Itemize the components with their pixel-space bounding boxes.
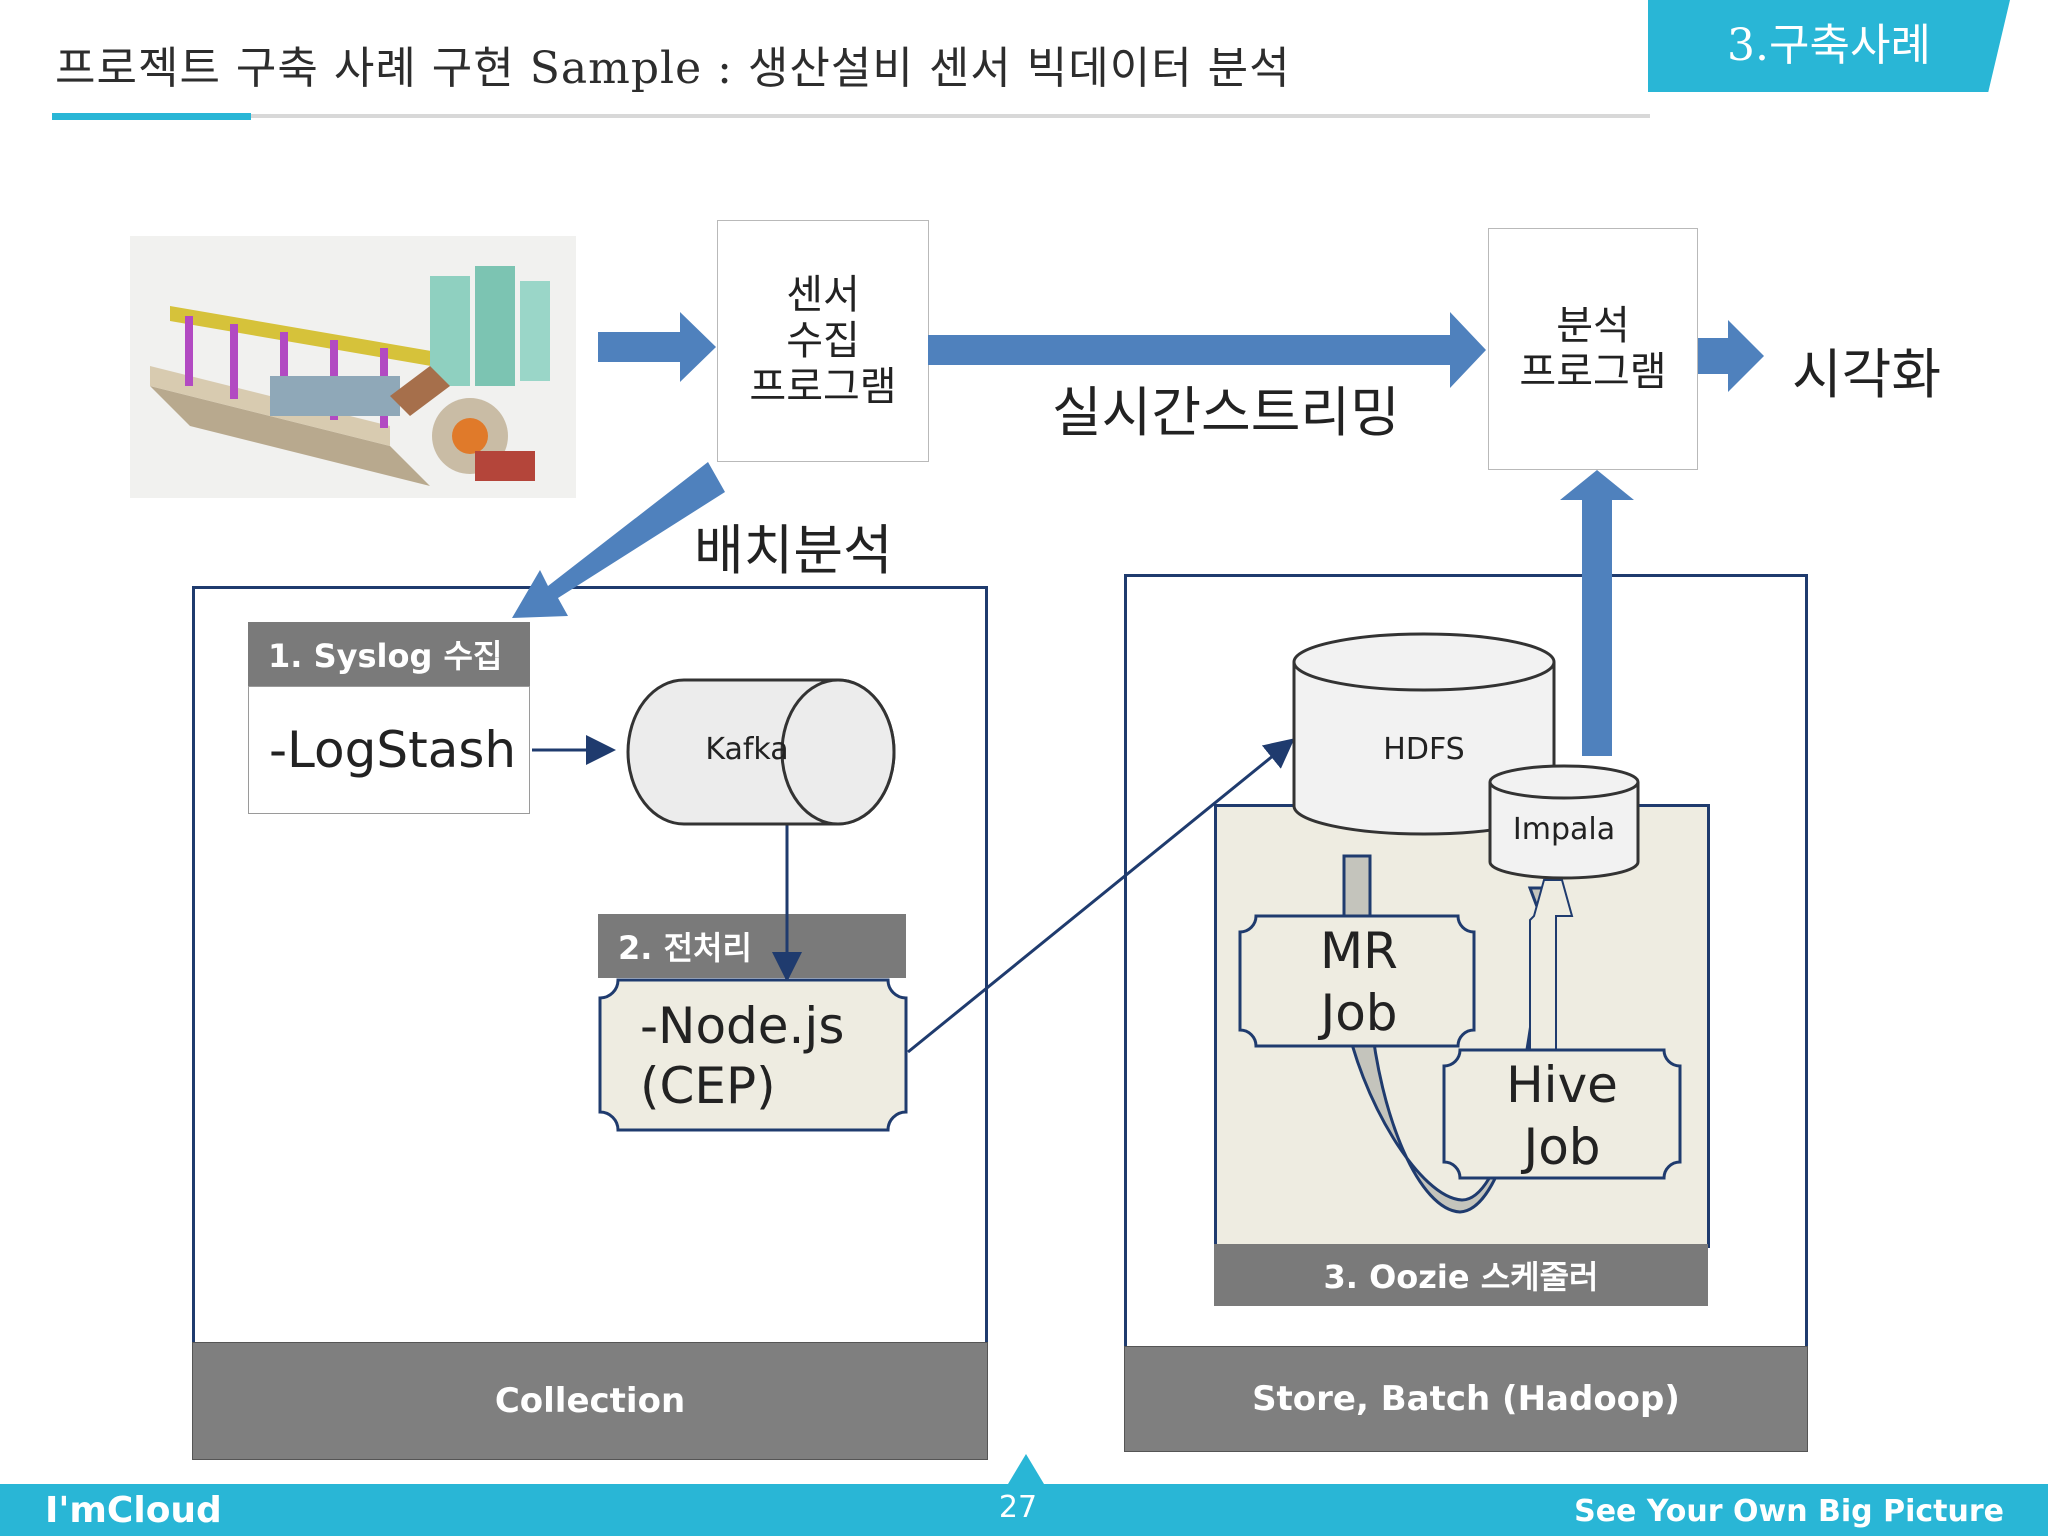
batch-analysis-label: 배치분석 — [694, 519, 893, 582]
footer-slogan: See Your Own Big Picture — [1574, 1494, 2004, 1529]
store-batch-footer: Store, Batch (Hadoop) — [1124, 1346, 1808, 1452]
analysis-program-line-2: 프로그램 — [1519, 349, 1667, 395]
mr-job-box — [1238, 914, 1476, 1048]
collection-footer: Collection — [192, 1342, 988, 1460]
sensor-program-line-3: 프로그램 — [749, 364, 897, 410]
analysis-program-line-1: 분석 — [1556, 303, 1630, 349]
sensor-program-line-1: 센서 — [786, 272, 860, 318]
arrow-realtime-stream — [928, 312, 1486, 388]
hive-job-line: Job — [1523, 1118, 1601, 1176]
arrow-image-to-sensor — [598, 312, 716, 382]
preprocess-step-tab: 2. 전처리 — [598, 914, 906, 978]
header-divider — [52, 114, 1650, 118]
cep-line: (CEP) — [640, 1057, 776, 1115]
arrow-nodejs-to-hdfs — [907, 738, 1295, 1054]
page-pointer — [1008, 1454, 1044, 1484]
realtime-streaming-label: 실시간스트리밍 — [1052, 381, 1400, 444]
brand-logo: I'mCloud — [45, 1490, 222, 1531]
hive-line: Hive — [1506, 1056, 1618, 1114]
arrow-to-visualization — [1698, 320, 1764, 392]
nodejs-cep-text: -Node.js (CEP) — [640, 996, 844, 1116]
mr-job-text: MR Job — [1244, 920, 1474, 1044]
header-accent-bar — [52, 113, 251, 120]
hive-job-box — [1442, 1048, 1682, 1180]
arrow-batch-analysis — [512, 462, 725, 618]
oozie-scheduler-bar: 3. Oozie 스케줄러 — [1214, 1244, 1708, 1306]
footer-bar — [0, 1484, 2048, 1536]
hive-to-impala-arrow — [1529, 879, 1574, 1051]
page-number: 27 — [998, 1490, 1038, 1525]
factory-illustration — [130, 236, 576, 498]
hdfs-label: HDFS — [1383, 732, 1465, 767]
mr-line: MR — [1320, 922, 1398, 980]
arrow-hdfs-to-analysis — [1560, 470, 1634, 756]
section-tag: 3.구축사례 — [1648, 0, 2010, 92]
syslog-step-tab: 1. Syslog 수집 — [248, 622, 530, 686]
page-title: 프로젝트 구축 사례 구현 Sample : 생산설비 센서 빅데이터 분석 — [55, 43, 1291, 94]
nodejs-box — [598, 978, 908, 1132]
hive-job-text: Hive Job — [1446, 1054, 1678, 1178]
impala-cylinder — [1488, 764, 1640, 880]
nodejs-line: -Node.js — [640, 997, 845, 1055]
sensor-collection-program-box: 센서 수집 프로그램 — [717, 220, 929, 462]
kafka-cylinder — [626, 678, 896, 826]
visualization-label: 시각화 — [1792, 343, 1942, 406]
sensor-program-line-2: 수집 — [786, 318, 860, 364]
impala-label: Impala — [1512, 812, 1616, 847]
mr-job-line: Job — [1320, 984, 1398, 1042]
kafka-label: Kafka — [705, 732, 789, 767]
logstash-box: -LogStash — [248, 686, 530, 814]
analysis-program-box: 분석 프로그램 — [1488, 228, 1698, 470]
